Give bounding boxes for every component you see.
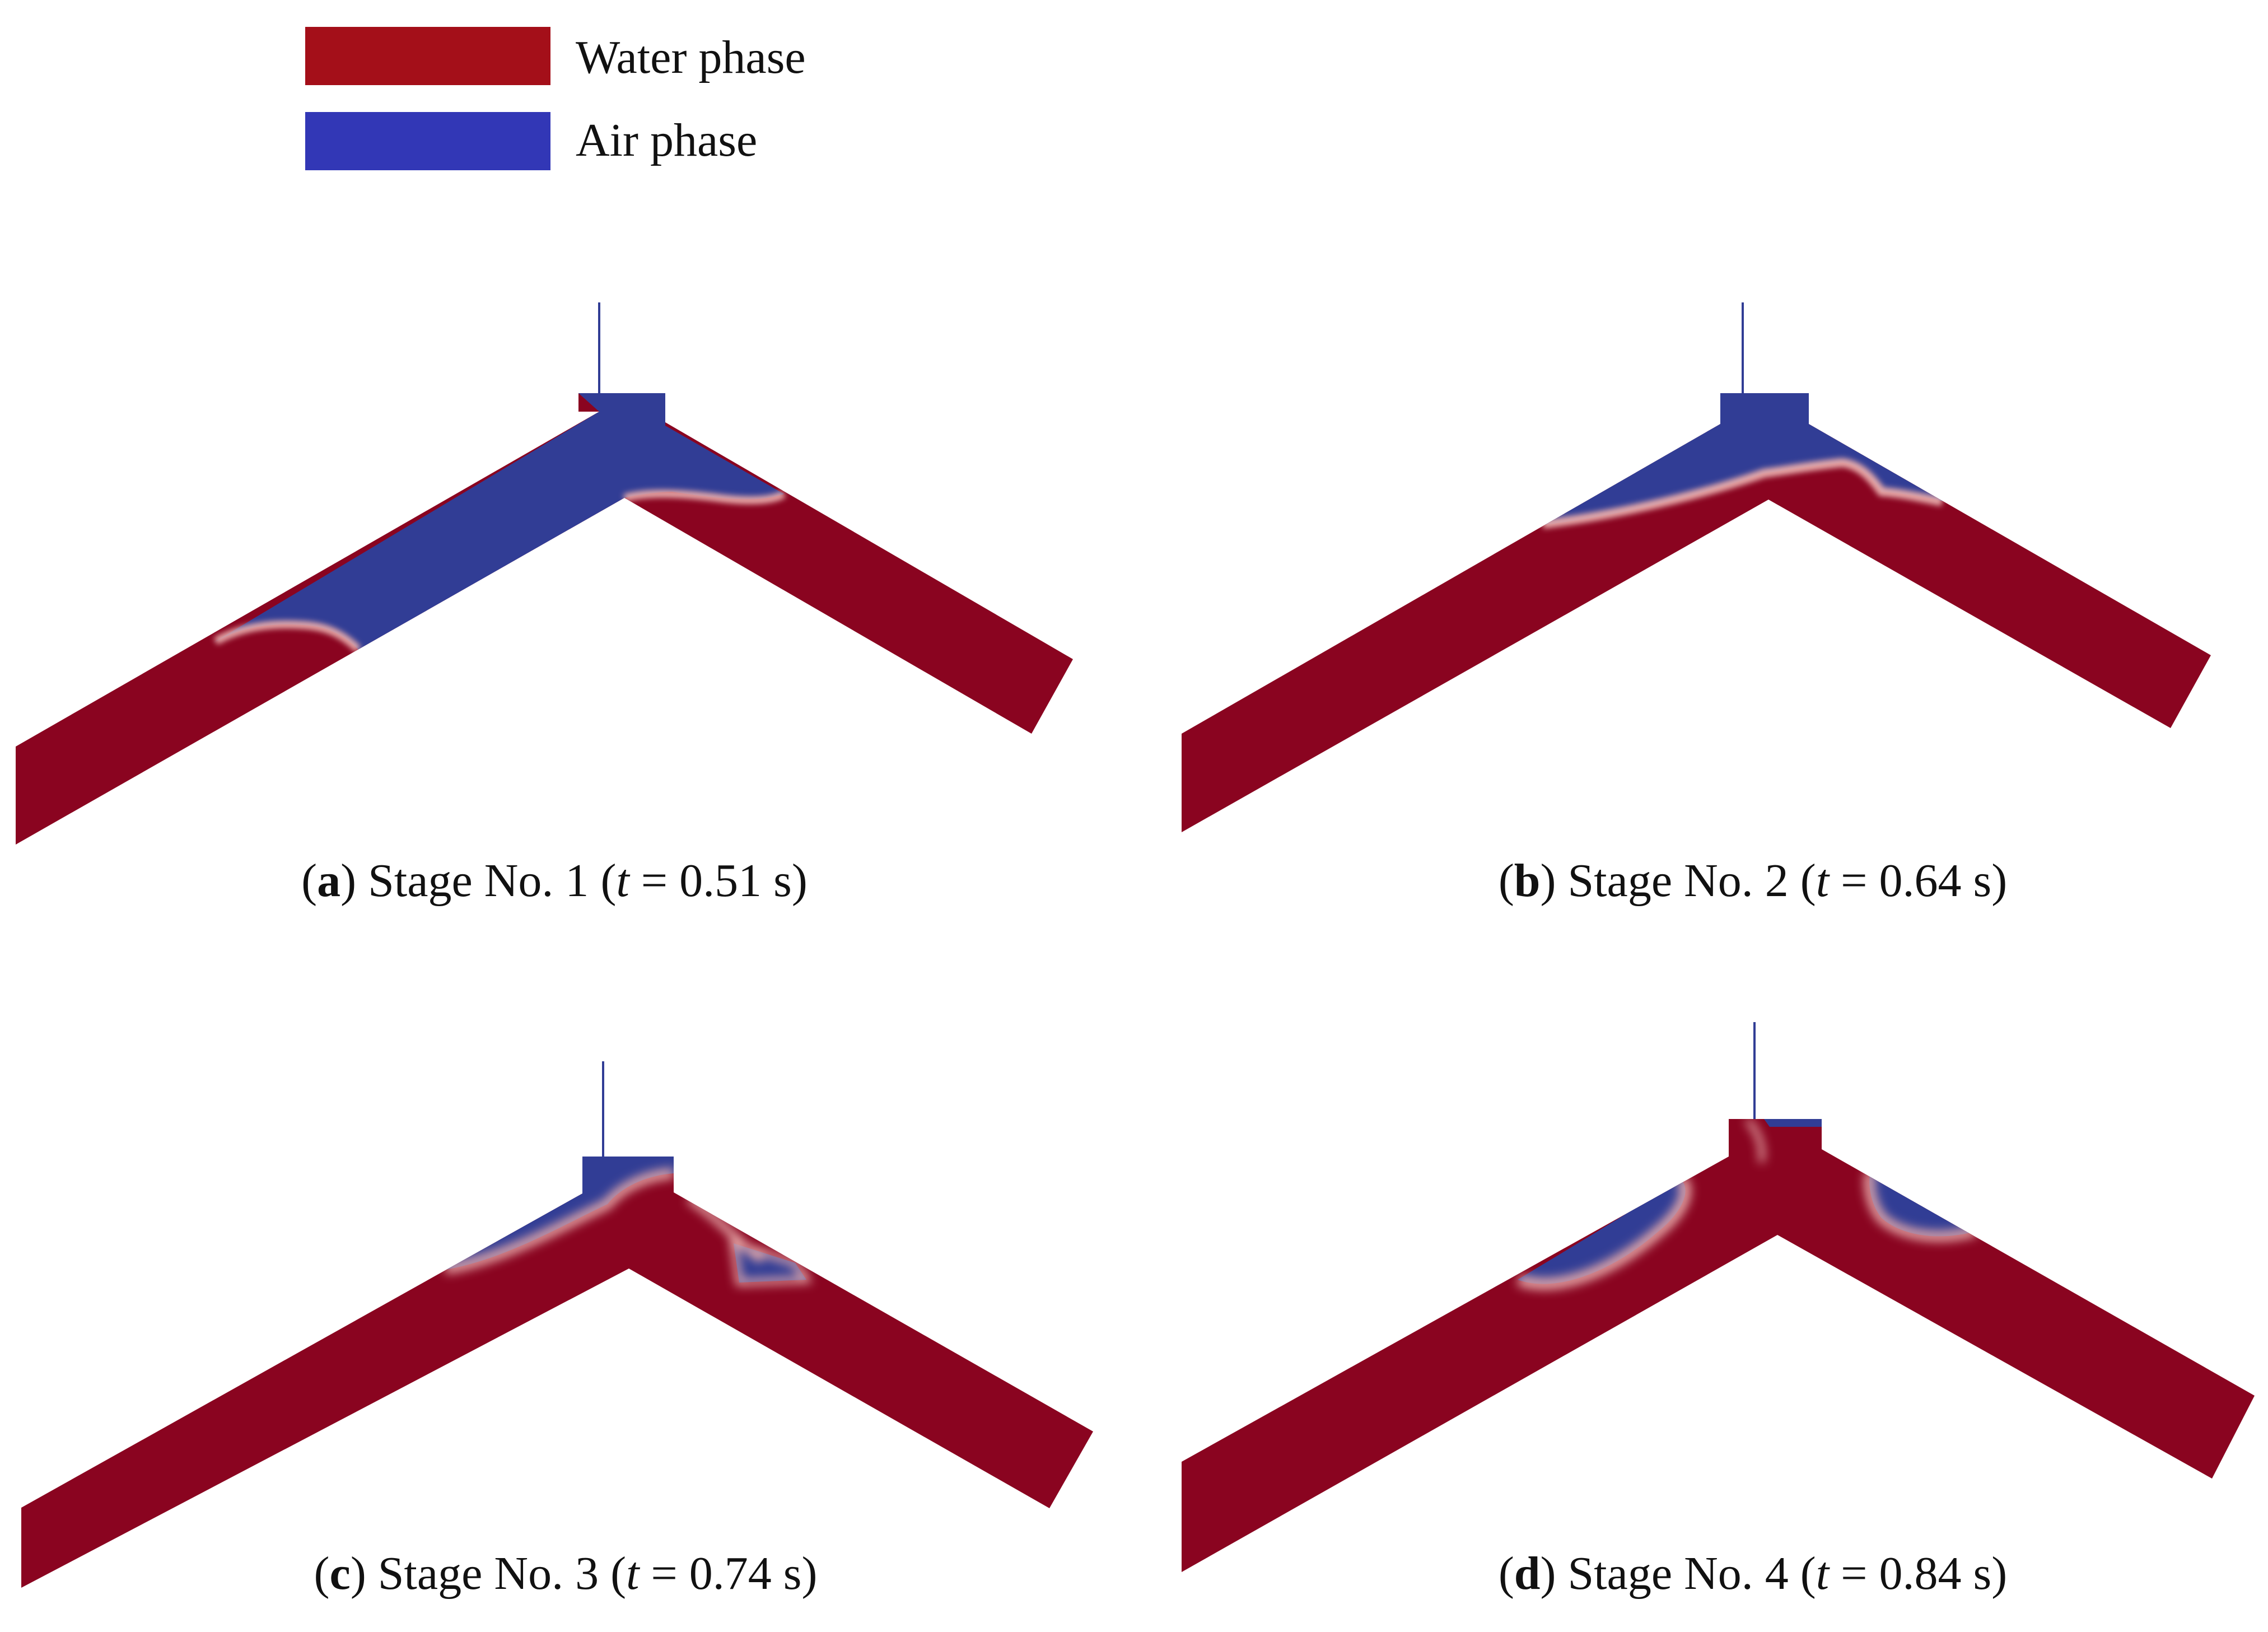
- water-region: [1182, 1119, 2255, 1572]
- air-pocket-upstream: [213, 393, 784, 650]
- legend-swatch-air: [305, 112, 550, 170]
- caption-a: (a) Stage No. 1 (t = 0.51 s): [301, 855, 808, 907]
- water-region: [16, 393, 1073, 845]
- pipe-body: [16, 393, 1073, 845]
- legend-item-water: Water phase: [305, 27, 806, 85]
- legend-label-air: Air phase: [576, 114, 757, 166]
- water-region: [1182, 393, 2211, 832]
- caption-c: (c) Stage No. 3 (t = 0.74 s): [314, 1547, 818, 1600]
- air-pocket-upstream: [442, 1157, 674, 1270]
- legend: Water phase Air phase: [305, 27, 806, 170]
- air-water-interface: [1516, 1119, 1977, 1290]
- legend-label-water: Water phase: [576, 31, 806, 83]
- panel-d: (d) Stage No. 4 (t = 0.84 s): [1182, 1022, 2255, 1600]
- panel-c: (c) Stage No. 3 (t = 0.74 s): [21, 1061, 1093, 1600]
- air-water-interface: [1542, 458, 1943, 529]
- pipe-body: [1182, 1119, 2255, 1572]
- legend-item-air: Air phase: [305, 112, 757, 170]
- air-pocket-upstream: [1518, 1179, 1686, 1284]
- air-pocket-top: [1764, 1119, 1822, 1127]
- air-pocket: [1540, 393, 1943, 525]
- caption-b: (b) Stage No. 2 (t = 0.64 s): [1499, 855, 2007, 907]
- legend-swatch-water: [305, 27, 550, 85]
- caption-d: (d) Stage No. 4 (t = 0.84 s): [1499, 1547, 2007, 1600]
- panel-b: (b) Stage No. 2 (t = 0.64 s): [1182, 302, 2211, 907]
- air-water-interface: [213, 489, 786, 652]
- pipe-body: [1182, 393, 2211, 832]
- panel-a: (a) Stage No. 1 (t = 0.51 s): [16, 302, 1073, 907]
